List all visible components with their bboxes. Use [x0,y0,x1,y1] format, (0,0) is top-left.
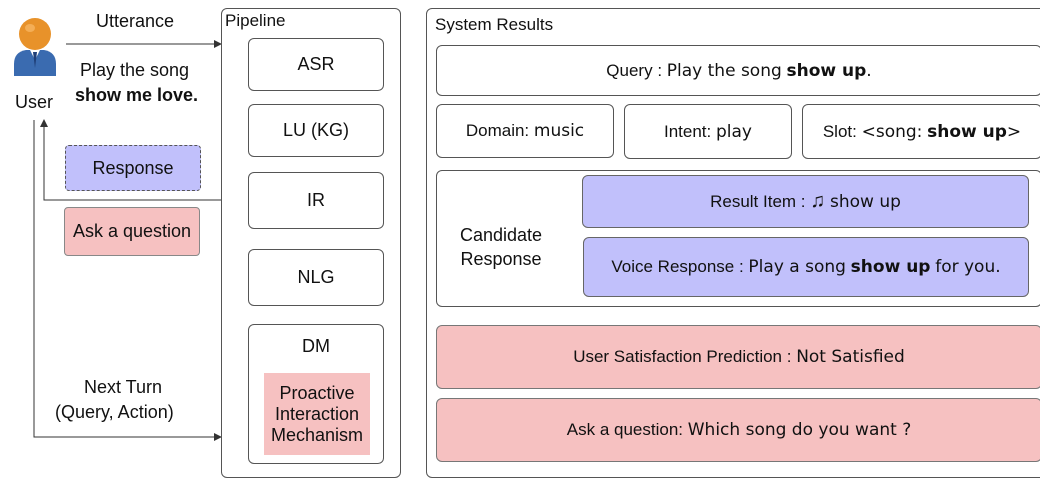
connector-lines [33,40,222,441]
ask-question-result-box: Ask a question: Which song do you want ? [436,398,1040,462]
candidate-response-label: Candidate Response [459,225,543,269]
dm-label: DM [302,336,330,356]
next-turn-line1: Next Turn [84,377,163,397]
domain-box: Domain: music [436,104,614,158]
next-turn-line2: (Query, Action) [55,402,174,422]
response-arrow [40,119,222,201]
next-turn-arrow [33,120,222,441]
pipeline-module-lu: LU (KG) [248,104,384,157]
pipeline-module-asr: ASR [248,38,384,91]
music-note-icon: ♫ [810,190,826,212]
pipeline-title: Pipeline [225,11,286,30]
utterance-line1: Play the song [80,60,190,80]
satisfaction-prediction-box: User Satisfaction Prediction : Not Satis… [436,325,1040,389]
response-label: Response [92,157,174,178]
system-results-title: System Results [435,15,554,34]
result-item-box: Result Item : ♫ show up [582,175,1029,228]
utterance-line2: show me love. [75,85,199,105]
user-avatar-icon [12,14,58,76]
voice-response-box: Voice Response : Play a song show up for… [583,237,1029,297]
ask-question-user-box: Ask a question [64,207,200,256]
response-box: Response [65,145,201,191]
utterance-label: Utterance [96,11,175,31]
candidate-response-box: Candidate Response [436,170,1040,307]
pipeline-module-nlg: NLG [248,249,384,306]
proactive-mechanism-box: Proactive Interaction Mechanism [264,373,370,455]
intent-box: Intent: play [624,104,792,159]
slot-box: Slot: <song: show up> [802,104,1040,159]
pipeline-module-dm: DM Proactive Interaction Mechanism [248,324,384,464]
ask-question-user-label: Ask a question [72,221,192,241]
pipeline-module-ir: IR [248,172,384,229]
user-label: User [15,92,54,112]
query-box: Query : Play the song show up. [436,45,1040,96]
